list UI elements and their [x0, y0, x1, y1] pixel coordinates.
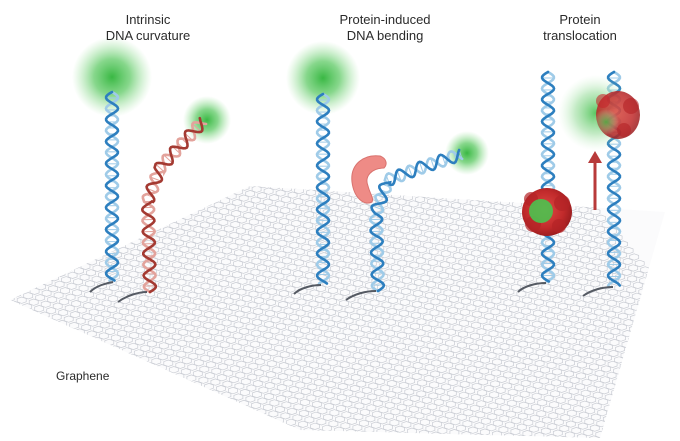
dna-strand — [540, 70, 556, 283]
panel-title-line: DNA curvature — [105, 28, 191, 43]
bending-protein — [351, 155, 387, 204]
dna-helix-straight — [540, 70, 556, 283]
graphene-label: Graphene — [56, 369, 110, 383]
fluorophore-glow — [183, 96, 231, 144]
dna-strand — [369, 148, 461, 293]
translocating-protein-bottom — [522, 188, 572, 236]
dna-helix-bent — [368, 148, 464, 293]
panel-intrinsic-curvature — [72, 37, 231, 303]
dna-helix-straight — [104, 90, 120, 282]
base-pair — [407, 165, 413, 178]
dna-strand — [104, 90, 120, 282]
graphene-sheet — [10, 186, 665, 438]
dna-helix-straight — [315, 92, 331, 285]
base-pair — [163, 154, 173, 164]
base-pair — [419, 161, 424, 174]
linker-anchor — [293, 284, 322, 295]
base-pair — [192, 123, 202, 133]
base-pair — [150, 176, 162, 182]
dna-strand — [140, 116, 204, 294]
linker-anchor — [117, 291, 148, 303]
linker-anchor — [582, 286, 614, 297]
dna-strand — [315, 92, 331, 285]
panel-title-line: translocation — [543, 28, 617, 43]
dna-strand — [315, 92, 331, 285]
panel-title-intrinsic: Intrinsic DNA curvature — [68, 12, 228, 44]
linker-anchor — [89, 281, 114, 293]
linker-anchor — [345, 290, 377, 301]
dna-strand — [141, 120, 208, 294]
fluorophore-glow — [72, 37, 152, 117]
base-pair — [430, 158, 435, 170]
panel-title-translocation: Protein translocation — [520, 12, 640, 44]
panel-title-line: DNA bending — [346, 28, 424, 43]
linker-anchor — [517, 282, 547, 293]
panel-protein-translocation — [517, 70, 640, 297]
fluorophore-glow — [286, 41, 360, 115]
translocation-arrow — [588, 151, 602, 210]
dna-helix-curved — [140, 116, 208, 294]
translocating-protein-top — [593, 91, 640, 139]
panel-protein-bending — [286, 41, 489, 301]
fluorophore-glow — [445, 131, 489, 175]
base-pair — [371, 205, 384, 211]
dna-strand — [540, 70, 556, 283]
dna-strand — [368, 150, 464, 293]
panel-title-line: Protein-induced — [339, 12, 431, 27]
dna-strand — [104, 90, 120, 282]
panel-title-protein-bending: Protein-induced DNA bending — [300, 12, 470, 44]
panel-title-line: Intrinsic — [125, 12, 171, 27]
panel-title-line: Protein — [559, 12, 601, 27]
